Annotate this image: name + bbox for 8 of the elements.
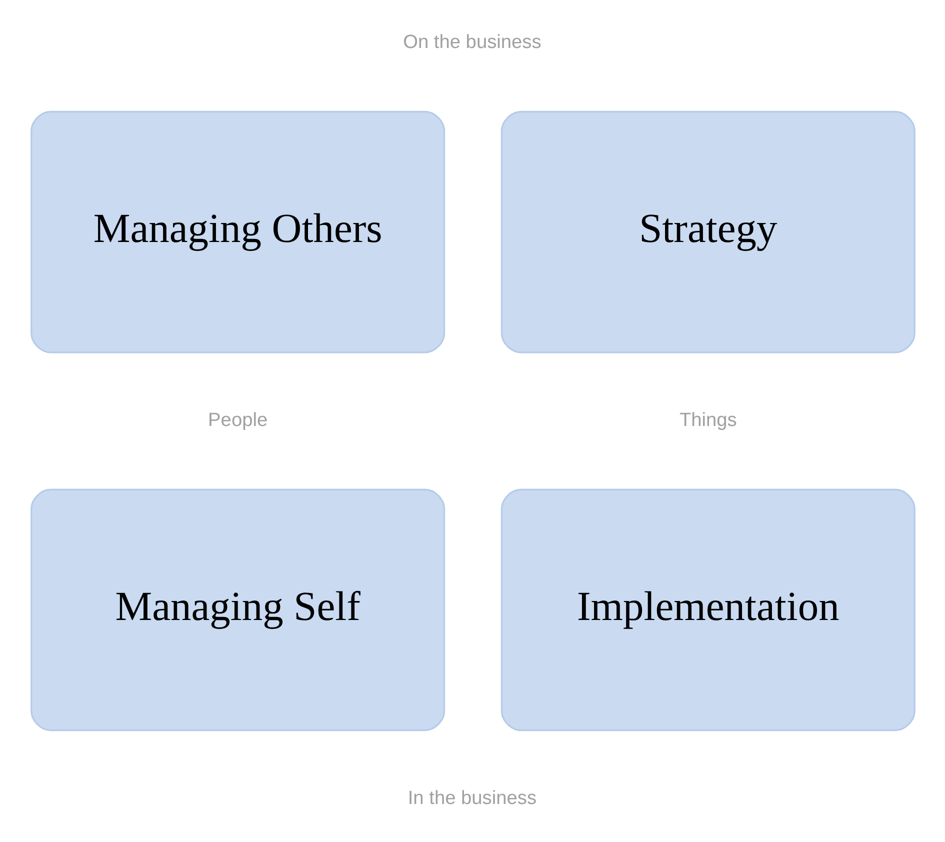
label: People xyxy=(208,410,268,431)
node-box: Implementation xyxy=(500,488,915,732)
label: Things xyxy=(678,410,736,431)
node-box: Strategy xyxy=(500,110,915,354)
label: In the business xyxy=(407,788,536,809)
label: On the business xyxy=(402,32,541,54)
node-box: Managing Others xyxy=(30,110,445,354)
node-box: Managing Self xyxy=(30,488,445,732)
